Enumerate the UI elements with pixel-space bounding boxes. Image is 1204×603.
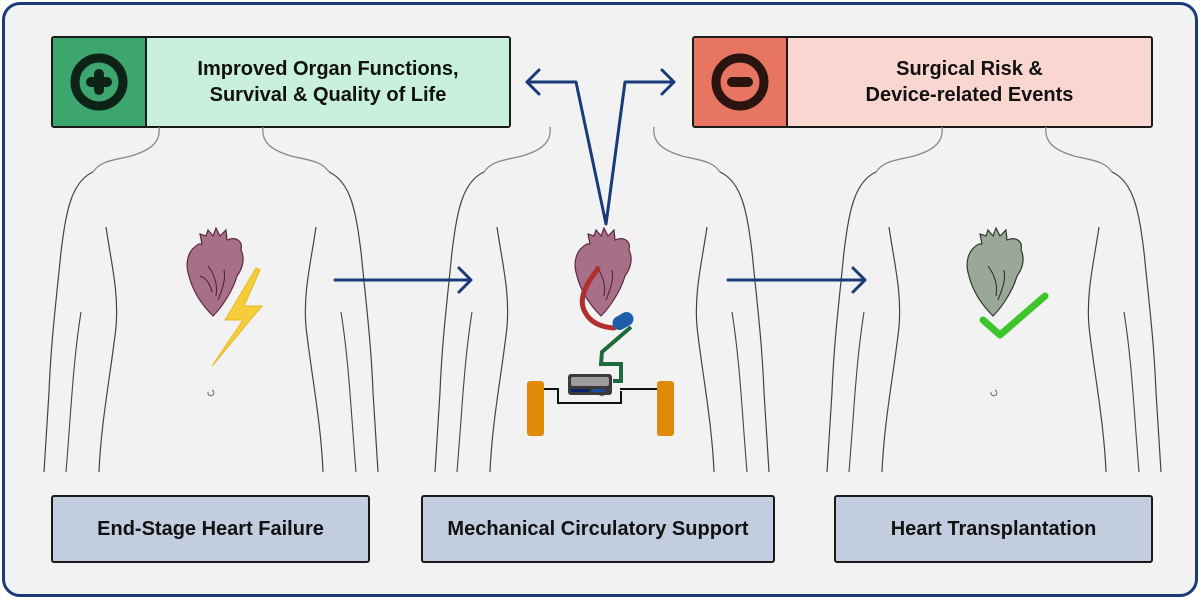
risk-icon-cell	[694, 38, 788, 126]
benefit-box: Improved Organ Functions, Survival & Qua…	[51, 36, 511, 128]
benefit-line-1: Improved Organ Functions,	[197, 58, 459, 80]
benefit-text: Improved Organ Functions, Survival & Qua…	[147, 38, 509, 126]
benefit-line-2: Survival & Quality of Life	[209, 84, 447, 106]
stage-label-heart-transplantation: Heart Transplantation	[834, 495, 1153, 563]
risk-text: Surgical Risk & Device-related Events	[788, 38, 1151, 126]
stage-label-mechanical-circulatory-support: Mechanical Circulatory Support	[421, 495, 775, 563]
benefit-icon-cell	[53, 38, 147, 126]
plus-circle-icon	[70, 53, 128, 111]
risk-line-1: Surgical Risk &	[896, 58, 1043, 80]
minus-circle-icon	[711, 53, 769, 111]
risk-line-2: Device-related Events	[865, 84, 1074, 106]
stage-label-end-stage-heart-failure: End-Stage Heart Failure	[51, 495, 370, 563]
risk-box: Surgical Risk & Device-related Events	[692, 36, 1153, 128]
